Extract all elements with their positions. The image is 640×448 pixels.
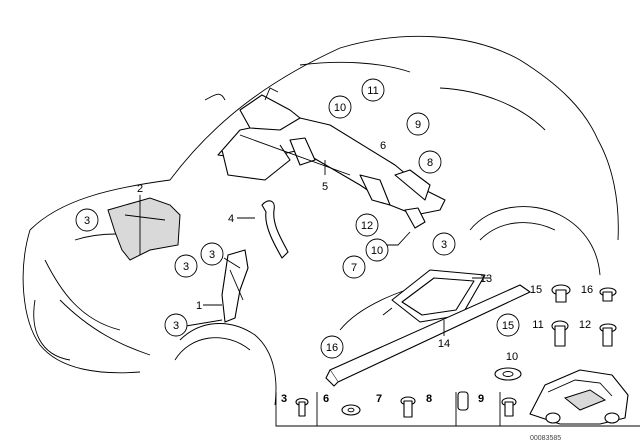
callout-10-right: 10 xyxy=(506,351,518,363)
callout-14: 14 xyxy=(438,338,450,350)
callout-15-circle: 15 xyxy=(502,320,514,332)
callout-3-lower: 3 xyxy=(183,261,189,273)
callout-16-left: 16 xyxy=(326,342,338,354)
callout-5: 5 xyxy=(322,181,328,193)
callout-10-mid: 10 xyxy=(371,245,383,257)
legend-9: 9 xyxy=(478,393,484,405)
callout-10-top: 10 xyxy=(334,102,346,114)
callout-3-right: 3 xyxy=(441,239,447,251)
callout-4: 4 xyxy=(228,213,234,225)
callout-12-mid: 12 xyxy=(361,220,373,232)
callout-8: 8 xyxy=(427,157,433,169)
callout-9: 9 xyxy=(415,119,421,131)
callout-3-mid: 3 xyxy=(209,249,215,261)
legend-strip: 3 6 7 8 9 xyxy=(275,391,640,427)
callout-7: 7 xyxy=(351,262,357,274)
bracket-part-1 xyxy=(221,249,249,323)
callout-3-bottom: 3 xyxy=(173,320,179,332)
callout-15-top: 15 xyxy=(530,284,542,296)
callout-11-top: 11 xyxy=(367,85,378,97)
callout-11-right: 11 xyxy=(532,319,543,331)
callout-2: 2 xyxy=(137,183,143,195)
bracket-part-2 xyxy=(107,197,181,261)
car-thumbnail xyxy=(529,369,629,425)
strip-part-14 xyxy=(325,284,531,387)
legend-8: 8 xyxy=(426,393,432,405)
callout-12-right: 12 xyxy=(579,319,591,331)
legend-6: 6 xyxy=(323,393,329,405)
leader-lines xyxy=(139,160,490,336)
callout-16-right: 16 xyxy=(581,284,593,296)
hose-part-4 xyxy=(261,200,289,259)
fasteners-right xyxy=(494,284,617,381)
callout-circles xyxy=(75,78,520,359)
callout-1: 1 xyxy=(196,300,202,312)
legend-7: 7 xyxy=(376,393,382,405)
callout-labels: 11 10 9 6 8 5 2 3 4 3 3 1 3 12 10 7 3 13… xyxy=(84,85,593,363)
crossmember-part-5 xyxy=(217,87,446,229)
callout-13: 13 xyxy=(480,273,492,285)
reference-number: 00083585 xyxy=(530,435,561,442)
gasket-part-13 xyxy=(391,269,486,323)
legend-3: 3 xyxy=(281,393,287,405)
callout-3-left: 3 xyxy=(84,215,90,227)
callout-6: 6 xyxy=(380,140,386,152)
